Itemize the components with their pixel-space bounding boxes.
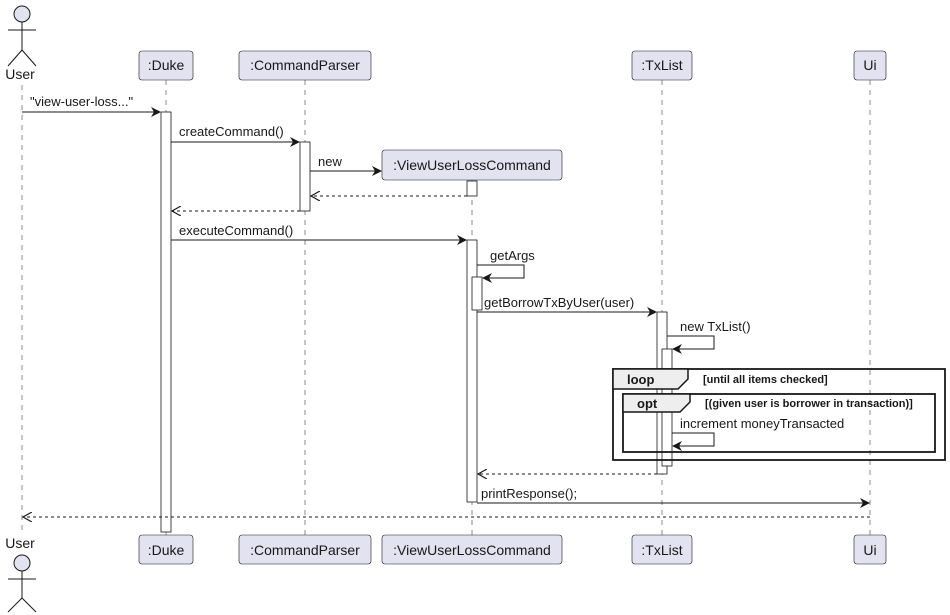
svg-text::Duke: :Duke [148, 57, 185, 73]
msg-get-args-arrow [477, 264, 525, 283]
actor-user-top-label: User [5, 66, 35, 82]
msg-increment-label: increment moneyTransacted [680, 416, 844, 431]
participant-command-created: :ViewUserLossCommand [381, 149, 563, 181]
frame-loop-guard: [until all items checked] [703, 374, 828, 386]
participant-ui-top: Ui [853, 50, 887, 81]
msg-get-borrow-tx-label: getBorrowTxByUser(user) [484, 295, 634, 310]
participant-duke-bottom: :Duke [138, 534, 194, 565]
msg-get-args-label: getArgs [490, 248, 535, 263]
participant-command-bottom: :ViewUserLossCommand [381, 534, 563, 565]
actor-user-top [7, 5, 37, 67]
activation-command-exec [466, 239, 478, 503]
msg-increment-arrow [672, 432, 715, 451]
activation-command-getargs [471, 276, 483, 311]
frame-loop: loop [until all items checked] [612, 368, 946, 461]
svg-text::Duke: :Duke [148, 542, 185, 558]
frame-opt-keyword: opt [637, 396, 658, 411]
participant-parser-top: :CommandParser [238, 50, 372, 81]
msg-new-txlist-label: new TxList() [680, 319, 751, 334]
msg-print-response-label: printResponse(); [481, 486, 577, 501]
msg-new-txlist-arrow [667, 335, 715, 354]
svg-text::ViewUserLossCommand: :ViewUserLossCommand [393, 157, 551, 173]
svg-text:Ui: Ui [863, 57, 876, 73]
msg-create-command-label: createCommand() [179, 124, 284, 139]
svg-text::TxList: :TxList [641, 542, 682, 558]
actor-user-bottom [7, 554, 37, 613]
svg-text::CommandParser: :CommandParser [250, 542, 360, 558]
svg-text:Ui: Ui [863, 542, 876, 558]
participant-ui-bottom: Ui [853, 534, 887, 565]
participant-duke-top: :Duke [138, 50, 194, 81]
svg-text::TxList: :TxList [641, 57, 682, 73]
activation-parser [299, 141, 311, 212]
msg-view-user-loss-label: "view-user-loss..." [30, 94, 134, 109]
svg-text::ViewUserLossCommand: :ViewUserLossCommand [393, 542, 551, 558]
participant-txlist-top: :TxList [631, 50, 693, 81]
participant-parser-bottom: :CommandParser [238, 534, 372, 565]
frame-opt-guard: [(given user is borrower in transaction)… [705, 398, 913, 410]
participant-txlist-bottom: :TxList [631, 534, 693, 565]
svg-text::CommandParser: :CommandParser [250, 57, 360, 73]
actor-user-bottom-label: User [5, 535, 35, 551]
msg-new-label: new [318, 154, 342, 169]
msg-execute-command-label: executeCommand() [179, 223, 293, 238]
frame-opt: opt [(given user is borrower in transact… [622, 393, 936, 453]
activation-duke [160, 111, 172, 533]
activation-command-init [466, 180, 478, 197]
frame-loop-keyword: loop [627, 372, 654, 387]
